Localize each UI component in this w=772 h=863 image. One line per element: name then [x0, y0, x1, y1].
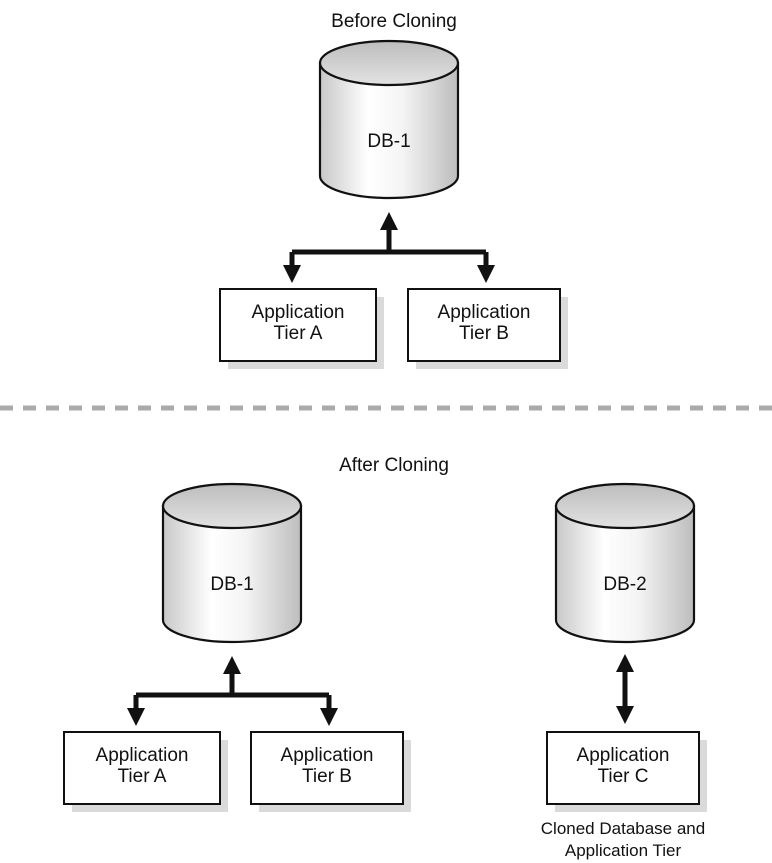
- tier-label-line1: Application: [252, 302, 345, 323]
- tier-label-line2: Tier C: [597, 766, 648, 787]
- after-cloning-title: After Cloning: [339, 455, 449, 476]
- tier-label-line1: Application: [281, 745, 374, 766]
- tier-label-line2: Tier A: [118, 766, 167, 787]
- application-tier-a-box: Application Tier A: [219, 288, 384, 369]
- tier-label-line2: Tier B: [459, 323, 509, 344]
- database-cylinder: DB-1: [318, 39, 460, 200]
- application-tier-b-box: Application Tier B: [407, 288, 568, 369]
- database-label: DB-1: [367, 131, 410, 152]
- tier-label-line1: Application: [96, 745, 189, 766]
- application-tier-c-box: Application Tier C: [546, 731, 707, 812]
- cloned-caption-line1: Cloned Database and: [541, 819, 705, 838]
- connector-arrows: [283, 212, 495, 283]
- tier-label-line1: Application: [577, 745, 670, 766]
- application-tier-b-box: Application Tier B: [250, 731, 411, 812]
- connector-arrows: [127, 656, 338, 726]
- tier-label-line2: Tier B: [302, 766, 352, 787]
- cloned-database-cylinder: DB-2: [554, 482, 696, 644]
- database-label: DB-2: [603, 574, 646, 595]
- database-cylinder: DB-1: [161, 482, 303, 644]
- before-cloning-section: Before Cloning DB-1 Application Tier A: [219, 11, 568, 369]
- tier-label-line2: Tier A: [274, 323, 323, 344]
- before-cloning-title: Before Cloning: [331, 11, 457, 32]
- database-label: DB-1: [210, 574, 253, 595]
- cloned-caption-line2: Application Tier: [565, 841, 682, 860]
- bidirectional-arrow: [616, 654, 634, 724]
- application-tier-a-box: Application Tier A: [63, 731, 228, 812]
- after-cloning-section: After Cloning DB-1 Application Tier A Ap…: [63, 455, 707, 860]
- tier-label-line1: Application: [438, 302, 531, 323]
